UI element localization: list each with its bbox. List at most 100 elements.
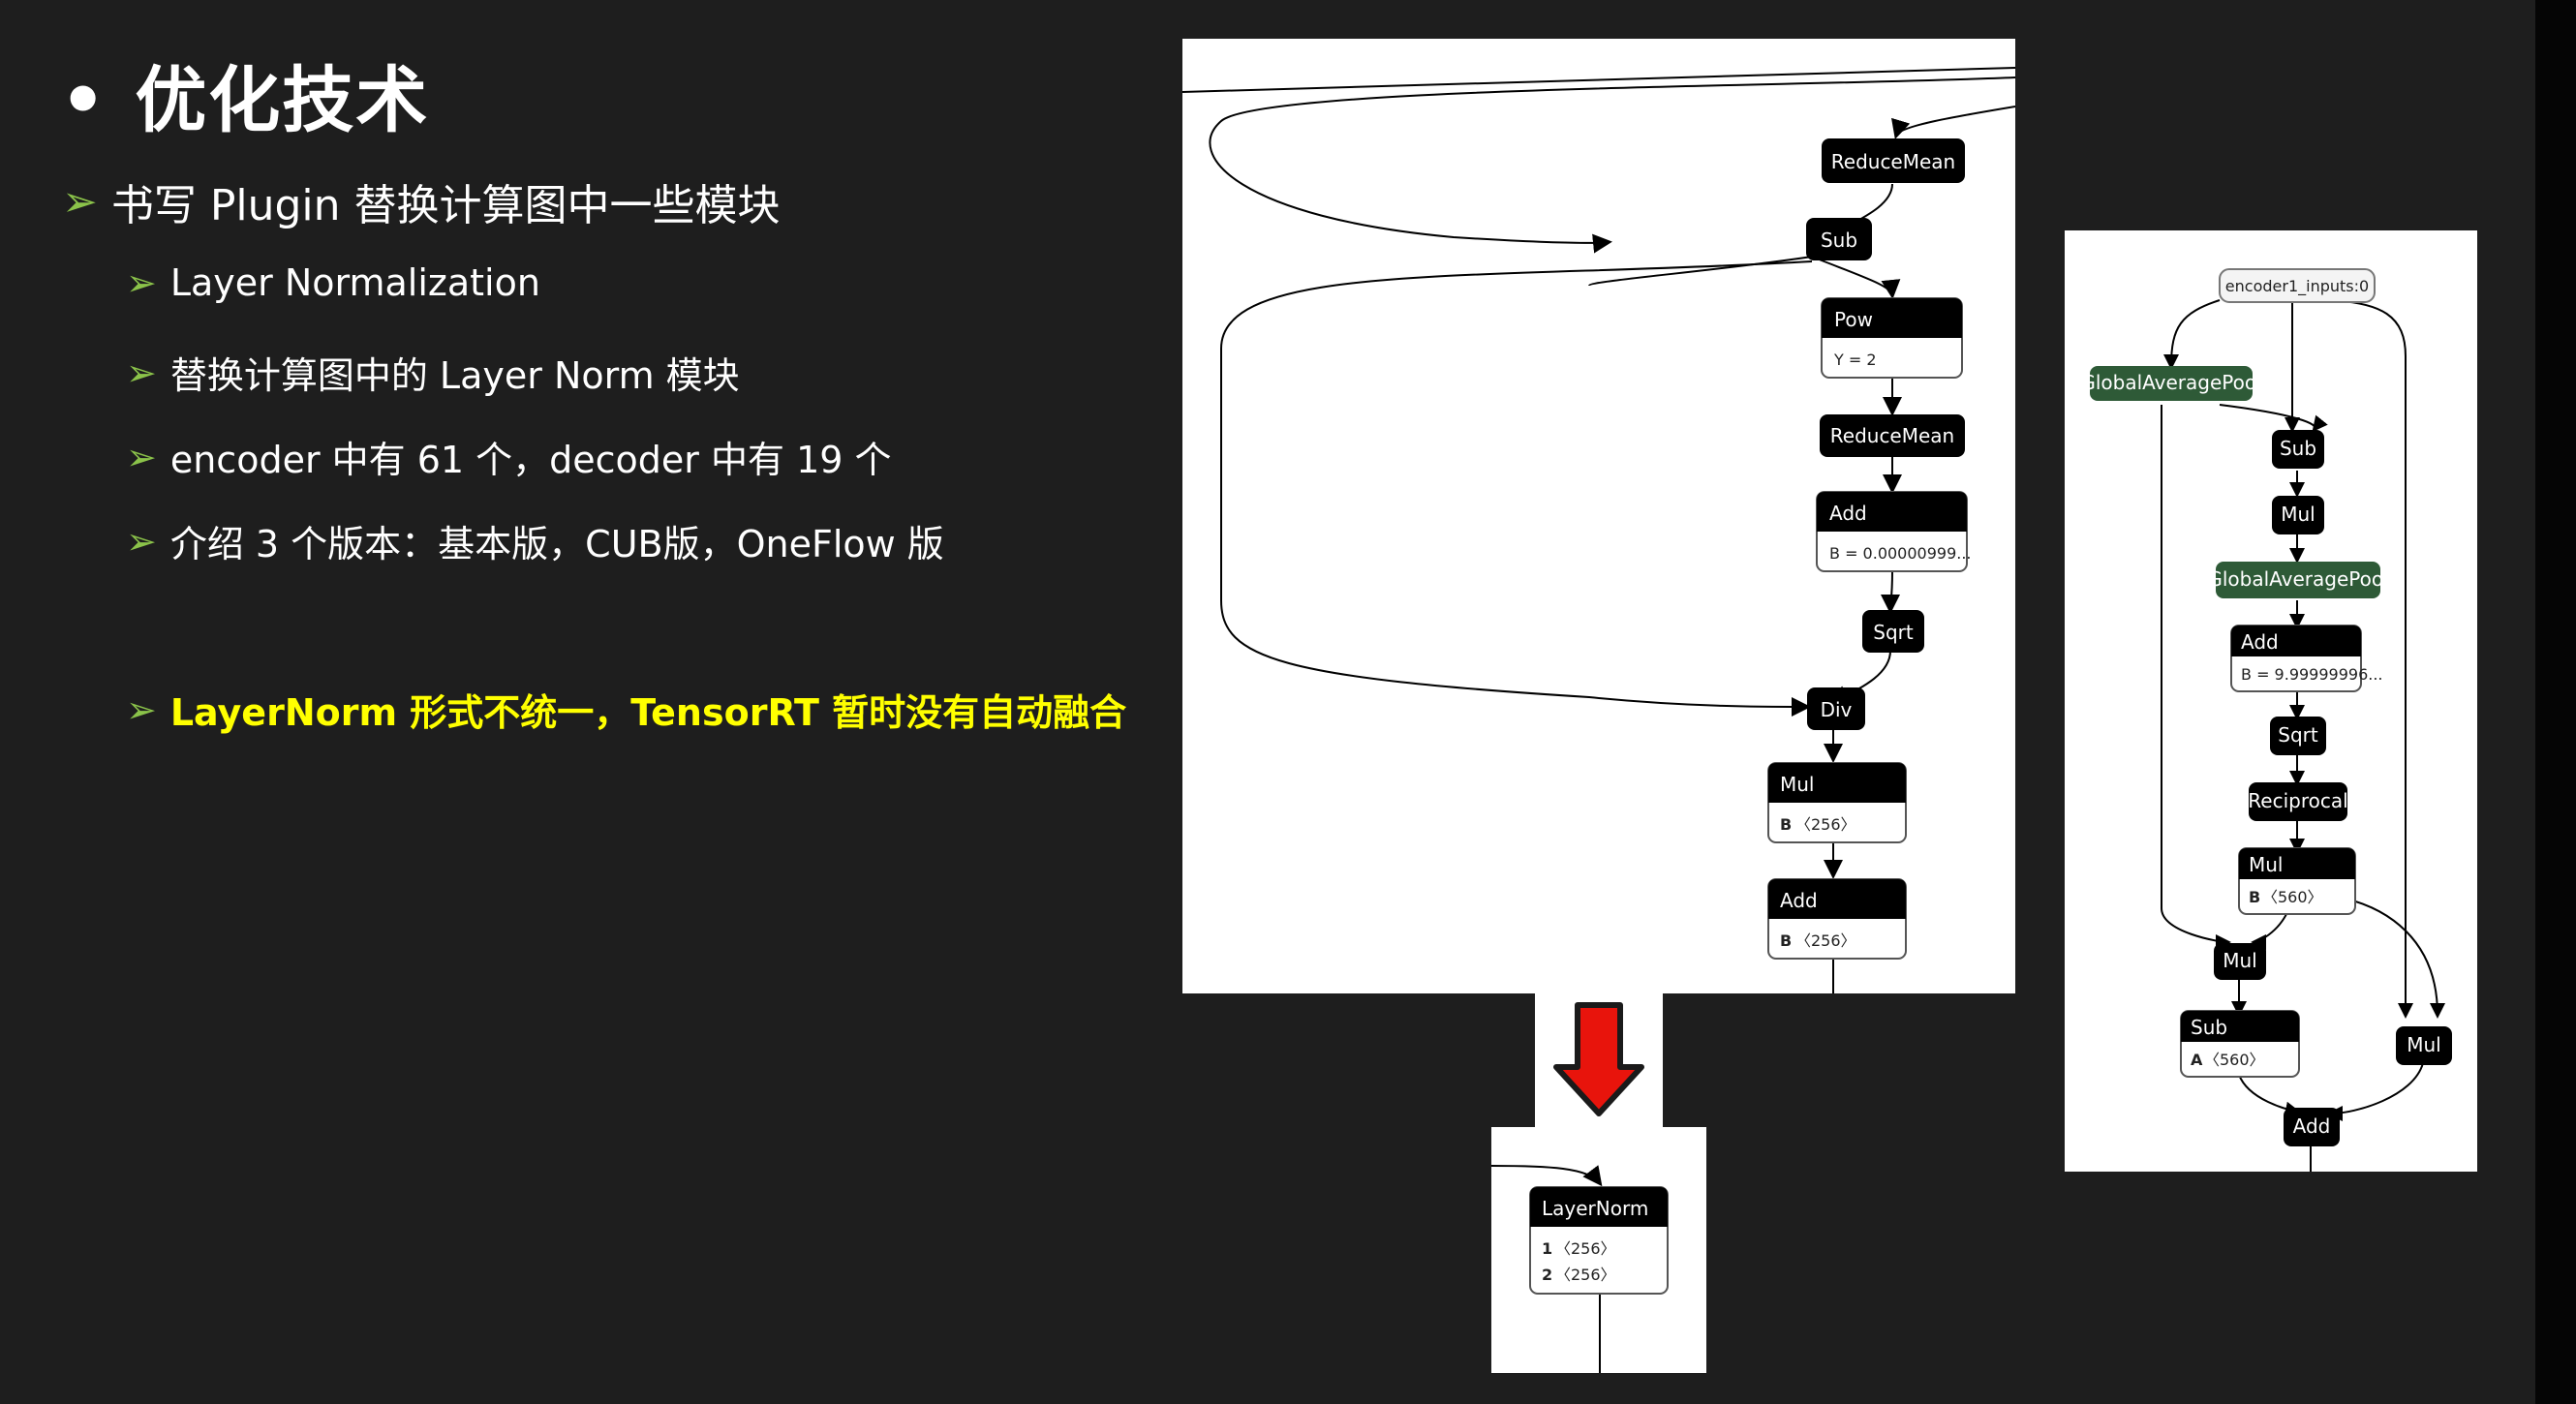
node-sub-2[interactable]: Sub A 〈560〉 <box>2180 1010 2300 1078</box>
node-mul[interactable]: Mul B 〈256〉 <box>1767 762 1907 843</box>
bullet-arrow-icon: ➢ <box>62 176 98 227</box>
node-label: ReduceMean <box>1831 150 1955 173</box>
node-globalaveragepool-1[interactable]: GlobalAveragePool <box>2080 366 2262 401</box>
node-param-key: B <box>1780 931 1792 950</box>
node-reciprocal[interactable]: Reciprocal <box>2248 782 2348 821</box>
node-label: encoder1_inputs:0 <box>2225 277 2369 296</box>
node-add-1[interactable]: Add B = 9.99999996... <box>2230 625 2383 692</box>
graph-right-svg: encoder1_inputs:0 GlobalAveragePool Sub … <box>2080 268 2452 1172</box>
graph-main-svg: ReduceMean Sub Pow Y = 2 ReduceMean Add … <box>1182 67 2015 993</box>
node-label: Sub <box>1821 229 1857 252</box>
node-param: 〈256〉 <box>1555 1266 1616 1284</box>
bullet-text: LayerNorm 形式不统一，TensorRT 暂时没有自动融合 <box>169 691 1127 734</box>
node-mul-1[interactable]: Mul <box>2272 496 2324 534</box>
edge <box>1811 256 1901 299</box>
edge <box>2238 1074 2301 1117</box>
node-layernorm[interactable]: LayerNorm 1 〈256〉 2 〈256〉 <box>1529 1186 1669 1295</box>
graph-panel-main: ReduceMean Sub Pow Y = 2 ReduceMean Add … <box>1182 39 2015 993</box>
node-param-key: 2 <box>1542 1266 1552 1284</box>
node-mul-3[interactable]: Mul <box>2214 943 2266 980</box>
node-param-key: B <box>1780 815 1792 834</box>
bullet-text: 替换计算图中的 Layer Norm 模块 <box>169 354 740 397</box>
edge <box>2163 299 2221 370</box>
node-label: Mul <box>2407 1033 2441 1056</box>
node-label: Mul <box>2223 949 2257 972</box>
bullet-text: 介绍 3 个版本：基本版，CUB版，OneFlow 版 <box>169 523 944 565</box>
node-sqrt[interactable]: Sqrt <box>1862 610 1924 653</box>
node-label: Pow <box>1834 308 1873 331</box>
node-div[interactable]: Div <box>1807 687 1865 730</box>
bullet-arrow-icon: ➢ <box>126 687 157 731</box>
node-label: Div <box>1821 698 1853 721</box>
down-arrow-icon <box>1553 1002 1644 1116</box>
node-label: Sqrt <box>1873 621 1914 644</box>
edge <box>1182 67 2015 93</box>
node-mul-2[interactable]: Mul B 〈560〉 <box>2238 847 2356 915</box>
node-param: Y = 2 <box>1833 351 1877 369</box>
node-param: 〈256〉 <box>1795 815 1856 834</box>
arrow-connector <box>1535 993 1663 1127</box>
edge <box>1588 256 1813 287</box>
red-arrow-svg <box>1553 1002 1644 1116</box>
node-label: Add <box>2293 1114 2331 1138</box>
node-label: Sub <box>2191 1016 2227 1039</box>
edge <box>2327 1062 2424 1121</box>
node-label: Reciprocal <box>2248 789 2347 812</box>
edge <box>1891 106 2015 139</box>
edge <box>1220 260 1813 717</box>
bullet-arrow-icon: ➢ <box>126 519 157 563</box>
bullet-arrow-icon: ➢ <box>126 261 157 304</box>
node-label: Mul <box>2281 503 2315 526</box>
node-reducemean-1[interactable]: ReduceMean <box>1822 138 1965 183</box>
node-label: GlobalAveragePool <box>2207 567 2388 591</box>
bullet-arrow-icon: ➢ <box>126 435 157 478</box>
node-sub[interactable]: Sub <box>1806 218 1872 260</box>
node-label: Mul <box>2249 853 2284 876</box>
edge <box>1491 1165 1603 1187</box>
bullet-arrow-icon: ➢ <box>126 351 157 394</box>
title-bullet: • <box>60 59 108 142</box>
node-param: 〈560〉 <box>2204 1051 2265 1069</box>
bullet-item: ➢ 介绍 3 个版本：基本版，CUB版，OneFlow 版 <box>126 514 944 567</box>
edge <box>2219 404 2328 433</box>
bullet-level1: ➢书写 Plugin 替换计算图中一些模块 <box>62 170 781 232</box>
node-label: ReduceMean <box>1830 424 1954 447</box>
graph-panel-right: encoder1_inputs:0 GlobalAveragePool Sub … <box>2065 230 2477 1172</box>
node-sub-1[interactable]: Sub <box>2272 430 2324 469</box>
bullet-text: encoder 中有 61 个，decoder 中有 19 个 <box>169 439 892 481</box>
edge <box>1881 570 1901 614</box>
node-label: Sub <box>2280 437 2316 460</box>
node-reducemean-2[interactable]: ReduceMean <box>1820 414 1965 457</box>
node-add-2[interactable]: Add <box>2284 1108 2340 1146</box>
node-label: Add <box>1780 889 1818 912</box>
node-add-1[interactable]: Add B = 0.00000999... <box>1816 491 1972 572</box>
node-param: 〈560〉 <box>2262 888 2323 906</box>
edge <box>2161 405 2231 950</box>
node-encoder-input[interactable]: encoder1_inputs:0 <box>2219 268 2376 303</box>
node-label: GlobalAveragePool <box>2080 371 2261 394</box>
edge <box>2251 911 2288 950</box>
node-label: Add <box>1829 502 1867 525</box>
node-add-2[interactable]: Add B 〈256〉 <box>1767 878 1907 960</box>
bullet-highlight: ➢ LayerNorm 形式不统一，TensorRT 暂时没有自动融合 <box>126 683 1126 736</box>
node-param-key: A <box>2191 1051 2203 1069</box>
bullet-text: Layer Normalization <box>169 261 540 304</box>
node-param: 〈256〉 <box>1795 931 1856 950</box>
node-label: Sqrt <box>2278 723 2318 747</box>
node-globalaveragepool-2[interactable]: GlobalAveragePool <box>2207 562 2389 598</box>
bullet-item: ➢ 替换计算图中的 Layer Norm 模块 <box>126 346 740 399</box>
node-param-key: 1 <box>1542 1239 1552 1258</box>
edge <box>1209 76 2015 254</box>
node-param: 〈256〉 <box>1555 1239 1616 1258</box>
node-sqrt[interactable]: Sqrt <box>2270 717 2326 755</box>
bullet-item: ➢ encoder 中有 61 个，decoder 中有 19 个 <box>126 430 892 483</box>
edge <box>2345 898 2445 1019</box>
node-pow[interactable]: Pow Y = 2 <box>1821 297 1963 379</box>
bullet-text: 书写 Plugin 替换计算图中一些模块 <box>110 181 781 230</box>
graph-fused-svg: LayerNorm 1 〈256〉 2 〈256〉 <box>1491 1165 1669 1373</box>
node-label: Mul <box>1780 773 1815 796</box>
node-mul-4[interactable]: Mul <box>2396 1026 2452 1065</box>
node-label: Add <box>2241 630 2279 654</box>
node-label: LayerNorm <box>1542 1197 1648 1220</box>
slide-title-text: 优化技术 <box>135 59 430 142</box>
